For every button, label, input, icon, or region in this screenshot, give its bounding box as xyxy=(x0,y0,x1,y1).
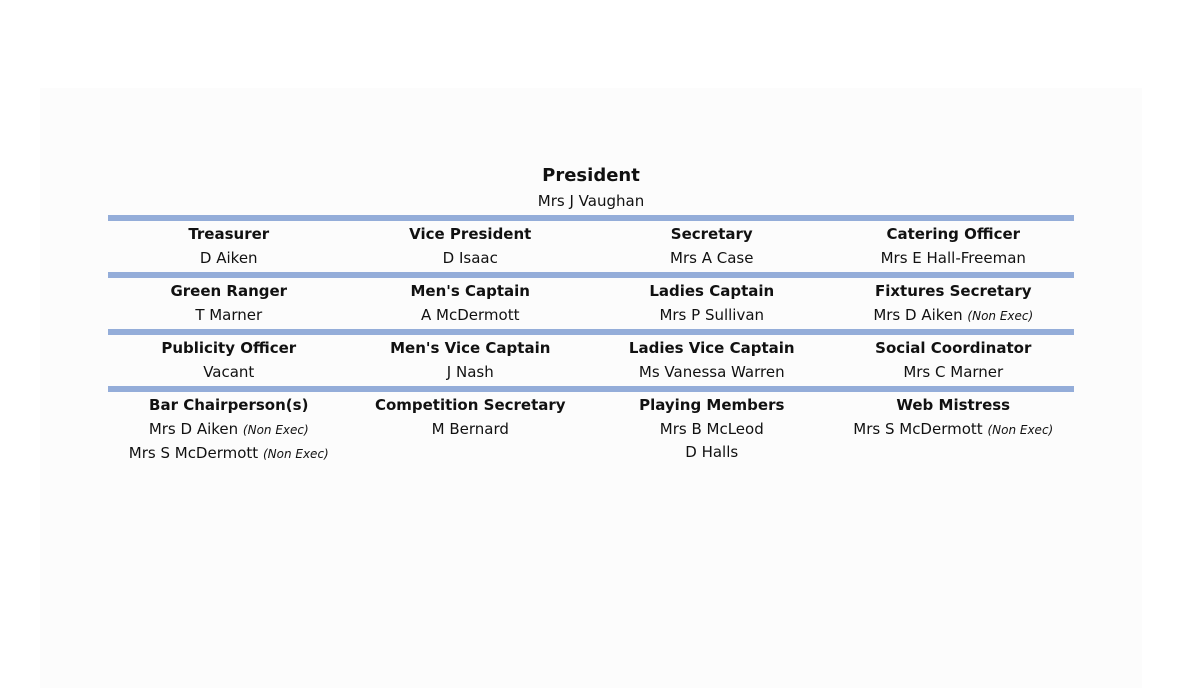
committee-row: Bar Chairperson(s) Mrs D Aiken (Non Exec)… xyxy=(108,392,1074,464)
role-title: Ladies Vice Captain xyxy=(628,339,795,357)
member-entry: D Isaac xyxy=(350,248,592,268)
member-note: (Non Exec) xyxy=(242,423,309,437)
row-divider xyxy=(108,329,1074,335)
role-title: Fixtures Secretary xyxy=(874,282,1032,300)
member-entry: Mrs D Aiken (Non Exec) xyxy=(108,419,350,440)
row-divider xyxy=(108,272,1074,278)
committee-row: Green Ranger T Marner Men's Captain A McDer… xyxy=(108,278,1074,329)
role-title: Web Mistress xyxy=(896,396,1011,414)
president-name: Mrs J Vaughan xyxy=(537,192,645,210)
committee-cell: Men's Vice Captain J Nash xyxy=(350,335,592,386)
member-entry: Mrs P Sullivan xyxy=(591,305,833,325)
member-entry: Mrs D Aiken (Non Exec) xyxy=(833,305,1075,326)
committee-cell: Vice President D Isaac xyxy=(350,221,592,272)
member-note: (Non Exec) xyxy=(967,309,1034,323)
member-note: (Non Exec) xyxy=(262,447,329,461)
member-name: A McDermott xyxy=(421,306,520,324)
committee-cell: Competition Secretary M Bernard xyxy=(350,392,592,464)
member-entry: Mrs S McDermott (Non Exec) xyxy=(833,419,1075,440)
member-note: (Non Exec) xyxy=(987,423,1054,437)
role-title: Social Coordinator xyxy=(875,339,1032,357)
committee-rows: Treasurer D Aiken Vice President D Isaac Sec… xyxy=(108,215,1074,464)
member-name: D Isaac xyxy=(442,249,498,267)
member-name: Mrs C Marner xyxy=(903,363,1004,381)
member-name: Mrs S McDermott xyxy=(128,444,259,462)
member-name: Mrs D Aiken xyxy=(148,420,239,438)
role-title: Vice President xyxy=(409,225,532,243)
role-title: Catering Officer xyxy=(886,225,1021,243)
member-entry: D Halls xyxy=(591,442,833,462)
role-title: Green Ranger xyxy=(170,282,288,300)
role-title: Treasurer xyxy=(188,225,270,243)
committee-cell: Bar Chairperson(s) Mrs D Aiken (Non Exec)… xyxy=(108,392,350,464)
member-name: M Bernard xyxy=(431,420,509,438)
row-divider xyxy=(108,215,1074,221)
member-entry: M Bernard xyxy=(350,419,592,439)
member-entry: D Aiken xyxy=(108,248,350,268)
member-name: Ms Vanessa Warren xyxy=(638,363,785,381)
role-title: Men's Captain xyxy=(410,282,530,300)
member-entry: Vacant xyxy=(108,362,350,382)
member-name: T Marner xyxy=(195,306,263,324)
member-name: Mrs A Case xyxy=(670,249,754,267)
member-entry: Mrs E Hall-Freeman xyxy=(833,248,1075,268)
member-entry: Mrs B McLeod xyxy=(591,419,833,439)
committee-row: Treasurer D Aiken Vice President D Isaac Sec… xyxy=(108,221,1074,272)
committee-cell: Treasurer D Aiken xyxy=(108,221,350,272)
role-title: Secretary xyxy=(670,225,753,243)
president-role: President xyxy=(542,165,640,186)
role-title: Publicity Officer xyxy=(161,339,297,357)
member-name: J Nash xyxy=(446,363,494,381)
member-entry: Mrs A Case xyxy=(591,248,833,268)
member-entry: J Nash xyxy=(350,362,592,382)
role-title: Men's Vice Captain xyxy=(390,339,551,357)
member-name: Mrs B McLeod xyxy=(659,420,764,438)
member-entry: Mrs C Marner xyxy=(833,362,1075,382)
member-name: Mrs D Aiken xyxy=(873,306,963,324)
member-name: Mrs S McDermott xyxy=(853,420,983,438)
member-entry: Mrs S McDermott (Non Exec) xyxy=(108,443,350,464)
member-name: D Halls xyxy=(685,443,739,461)
member-entry: Ms Vanessa Warren xyxy=(591,362,833,382)
member-name: D Aiken xyxy=(199,249,258,267)
member-name: Mrs E Hall-Freeman xyxy=(880,249,1026,267)
row-divider xyxy=(108,386,1074,392)
committee-cell: Men's Captain A McDermott xyxy=(350,278,592,329)
member-entry: A McDermott xyxy=(350,305,592,325)
role-title: Bar Chairperson(s) xyxy=(149,396,309,414)
committee-cell: Ladies Vice Captain Ms Vanessa Warren xyxy=(591,335,833,386)
member-name: Mrs P Sullivan xyxy=(659,306,765,324)
committee-cell: Green Ranger T Marner xyxy=(108,278,350,329)
role-title: Playing Members xyxy=(639,396,785,414)
president-block: President Mrs J Vaughan xyxy=(108,160,1074,215)
role-title: Competition Secretary xyxy=(374,396,566,414)
member-name: Vacant xyxy=(203,363,255,381)
member-entry: T Marner xyxy=(108,305,350,325)
committee-table: President Mrs J Vaughan Treasurer D Aiken… xyxy=(108,160,1074,464)
role-title: Ladies Captain xyxy=(649,282,775,300)
